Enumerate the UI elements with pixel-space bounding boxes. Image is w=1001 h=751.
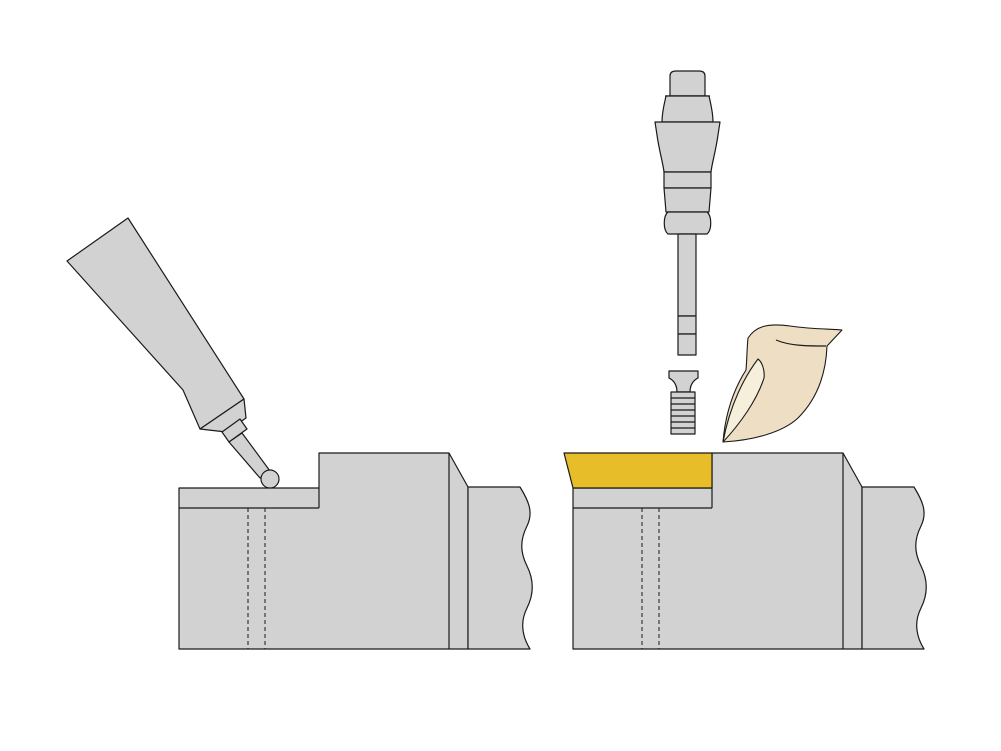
screwdriver-handle-cap	[669, 70, 706, 97]
screwdriver-handle-upper	[661, 95, 714, 123]
screw-head	[668, 370, 699, 393]
screwdriver-collar	[663, 211, 712, 235]
cleaning-cloth-body	[722, 324, 843, 443]
cleaning-cloth	[722, 324, 843, 443]
screwdriver-shaft-ring	[677, 315, 697, 335]
tool-block-left	[178, 452, 533, 650]
screwdriver-handle-band	[663, 171, 712, 189]
cleaning-cloth-fold	[722, 358, 765, 443]
grease-tube-nozzle	[221, 418, 248, 443]
grease-tube-body	[66, 217, 245, 430]
screwdriver-shaft	[677, 233, 697, 317]
cutting-insert-shape	[563, 452, 713, 489]
cleaning-cloth-crease	[775, 339, 827, 347]
screwdriver-handle-lower	[663, 187, 712, 213]
tool-block-right	[572, 452, 927, 650]
grease-tube	[66, 217, 280, 489]
grease-tube-tip	[228, 432, 271, 479]
clamping-screw	[668, 370, 699, 435]
screwdriver	[654, 70, 721, 356]
grease-drop	[260, 469, 280, 489]
cutting-insert	[563, 452, 713, 489]
screwdriver-handle-grip	[654, 121, 721, 173]
screw-thread-body	[670, 391, 696, 435]
screwdriver-bit	[677, 333, 697, 356]
block-left-body	[178, 452, 469, 650]
holder-left-shank	[467, 486, 533, 650]
holder-right-shank	[861, 486, 927, 650]
